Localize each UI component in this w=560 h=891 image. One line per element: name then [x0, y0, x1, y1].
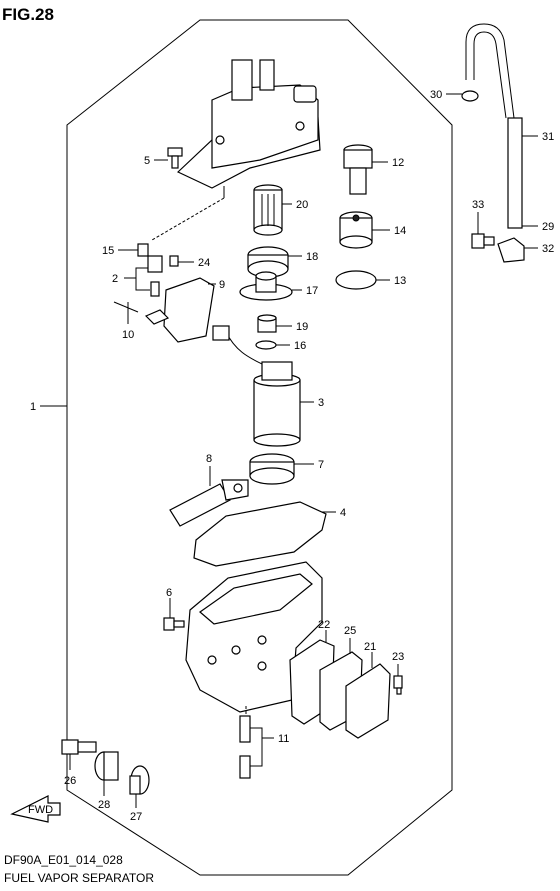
callout-17: 17 [306, 285, 318, 297]
callout-18: 18 [306, 251, 318, 263]
callout-32: 32 [542, 243, 554, 255]
callout-33: 33 [472, 199, 484, 211]
clamp-30 [461, 90, 479, 102]
fwd-label: FWD [28, 804, 53, 816]
screw-24 [169, 255, 179, 267]
collar-27 [129, 765, 150, 795]
holder-17 [239, 271, 293, 301]
cover-9 [163, 277, 215, 343]
grommet-28 [94, 751, 119, 781]
callout-2: 2 [112, 273, 118, 285]
callout-31: 31 [542, 131, 554, 143]
callout-20: 20 [296, 199, 308, 211]
callout-1: 1 [30, 401, 36, 413]
callout-22: 22 [318, 619, 330, 631]
callout-21: 21 [364, 641, 376, 653]
callout-3: 3 [318, 397, 324, 409]
fwd-direction-arrow: FWD [10, 795, 61, 823]
bolt-26 [61, 739, 97, 755]
fuel-pump-3 [253, 361, 301, 447]
figure-code: DF90A_E01_014_028 [4, 853, 123, 867]
screw-5 [167, 147, 183, 169]
callout-8: 8 [206, 453, 212, 465]
callout-14: 14 [394, 225, 406, 237]
callout-9: 9 [219, 279, 225, 291]
screw-15 [137, 243, 149, 257]
o-ring-16 [255, 340, 277, 350]
seal-18 [247, 246, 289, 278]
callout-30: 30 [430, 89, 442, 101]
callout-13: 13 [394, 275, 406, 287]
grommet-2 [147, 255, 163, 297]
filter-20 [253, 184, 283, 236]
cover-21 [345, 663, 391, 739]
cap-7 [249, 453, 295, 485]
callout-23: 23 [392, 651, 404, 663]
callout-12: 12 [392, 157, 404, 169]
clamp-32 [497, 237, 525, 263]
callout-26: 26 [64, 775, 76, 787]
callout-19: 19 [296, 321, 308, 333]
figure-label: FIG.28 [2, 5, 54, 24]
pin-10 [113, 301, 139, 313]
bolt-33 [471, 233, 495, 249]
figure-title: FUEL VAPOR SEPARATOR [4, 871, 154, 885]
callout-4: 4 [340, 507, 346, 519]
clip-10 [144, 309, 170, 325]
callout-29: 29 [542, 221, 554, 233]
callout-10: 10 [122, 329, 134, 341]
pin-11 [239, 715, 251, 779]
filter-8 [169, 479, 249, 527]
holder-14 [339, 211, 373, 249]
assembly-outline [66, 19, 453, 876]
callout-28: 28 [98, 799, 110, 811]
callout-15: 15 [102, 245, 114, 257]
callout-7: 7 [318, 459, 324, 471]
callout-27: 27 [130, 811, 142, 823]
screw-23 [393, 675, 403, 695]
separator-housing [185, 561, 323, 713]
callout-24: 24 [198, 257, 210, 269]
screw-6 [163, 617, 185, 631]
hose-31 [465, 23, 523, 229]
callout-25: 25 [344, 625, 356, 637]
valve-12 [343, 144, 373, 195]
callout-6: 6 [166, 587, 172, 599]
seal-19 [257, 314, 277, 333]
callout-16: 16 [294, 340, 306, 352]
callout-11: 11 [278, 733, 289, 745]
o-ring-13 [335, 270, 377, 290]
callout-5: 5 [144, 155, 150, 167]
connector-pump [212, 325, 230, 341]
gasket-4 [193, 501, 327, 567]
separator-cover [176, 59, 321, 189]
